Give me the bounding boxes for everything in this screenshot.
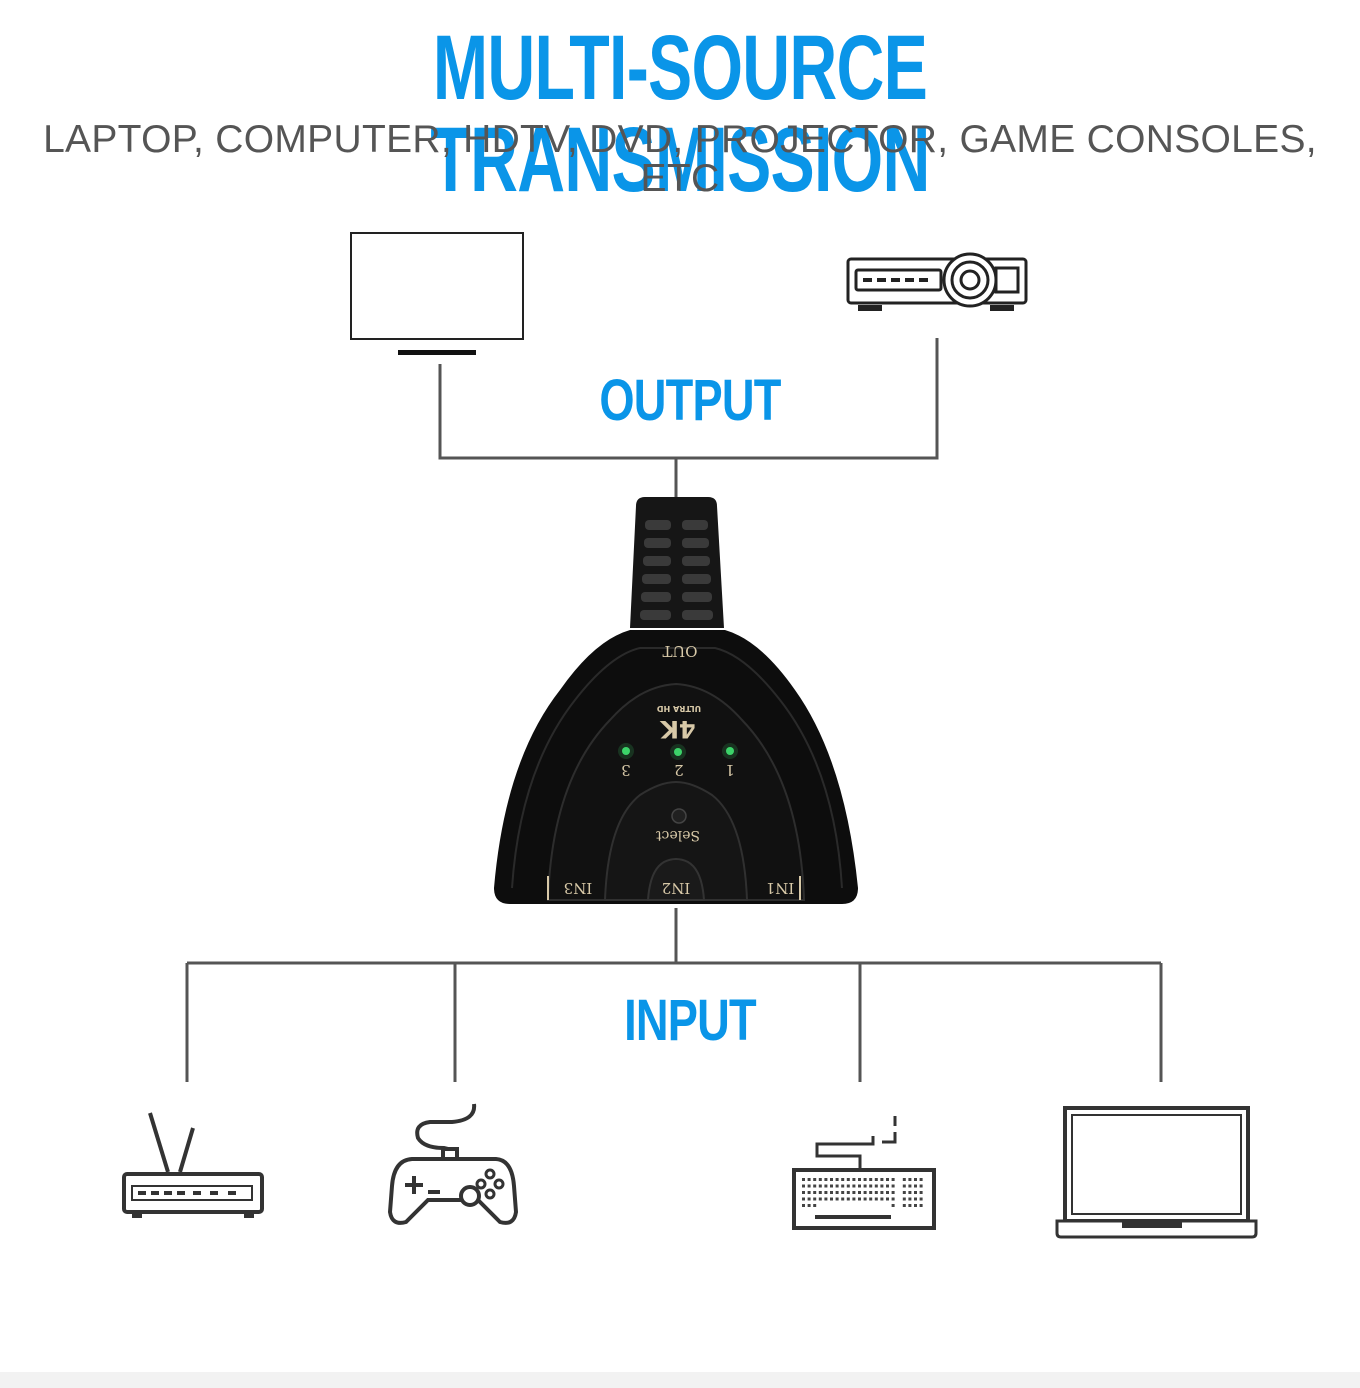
page-title: MULTI-SOURCE TRANSMISSION	[430, 17, 930, 211]
laptop-icon	[1055, 1106, 1258, 1239]
input-connectors	[185, 908, 1163, 1082]
switch-ultra-hd-label: ULTRA HD	[657, 704, 702, 713]
page-subtitle: LAPTOP, COMPUTER, HDTV, DVD, PROJECTOR, …	[43, 118, 1317, 200]
router-icon	[122, 1112, 264, 1218]
hdmi-switch: OUT 4K ULTRA HD 3 2 1 Select IN3 IN2 IN1	[494, 497, 858, 904]
output-connectors	[438, 338, 939, 502]
output-label: OUTPUT	[599, 368, 781, 433]
port-number-3: 3	[621, 761, 631, 779]
input-port-in3: IN3	[564, 879, 593, 897]
gamepad-icon	[387, 1103, 519, 1225]
input-label: INPUT	[624, 988, 757, 1053]
keyboard-icon	[792, 1116, 936, 1230]
switch-4k-badge: 4K	[659, 715, 696, 743]
port-number-1: 1	[725, 761, 735, 779]
port-number-2: 2	[674, 761, 684, 779]
bottom-edge	[0, 1372, 1360, 1388]
switch-out-label: OUT	[663, 642, 698, 660]
monitor-icon	[350, 232, 524, 355]
select-button-label: Select	[656, 827, 700, 843]
input-port-in2: IN2	[662, 879, 691, 897]
input-port-in1: IN1	[766, 879, 795, 897]
projector-icon	[846, 252, 1028, 311]
